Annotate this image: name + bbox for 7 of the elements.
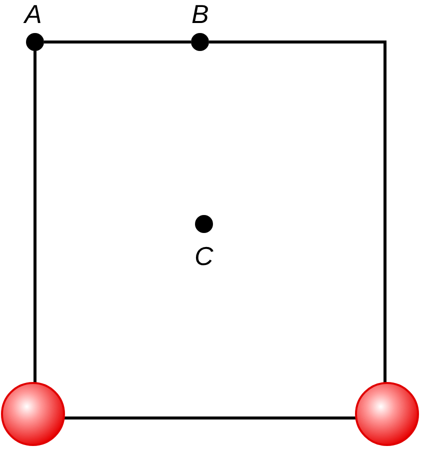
- point-label: C: [194, 243, 214, 269]
- wire: [34, 51, 36, 384]
- point-label: A: [24, 1, 42, 27]
- wire: [64, 416, 356, 420]
- wire: [44, 40, 191, 44]
- point-label: B: [192, 1, 209, 27]
- wire: [209, 40, 386, 384]
